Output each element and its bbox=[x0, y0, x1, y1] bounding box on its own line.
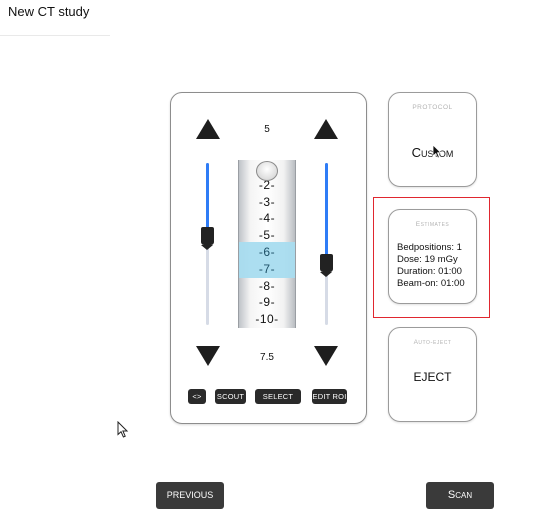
bed-position-7: -7- bbox=[258, 261, 276, 276]
estimates-card-title: Estimates bbox=[415, 221, 450, 228]
bed-position-2: -2- bbox=[258, 177, 276, 192]
auto-eject-card[interactable]: Auto-eject EJECT bbox=[388, 327, 477, 422]
auto-eject-card-title: Auto-eject bbox=[413, 339, 452, 346]
estimates-highlight-box bbox=[373, 197, 490, 318]
bed-tube[interactable]: -1--2--3--4--5--6--7--8--9--10- bbox=[238, 160, 296, 328]
select-all-button[interactable]: SELECT ALL bbox=[255, 389, 301, 416]
bottom-limit-value: 7.5 bbox=[260, 352, 274, 363]
bed-position-10: -10- bbox=[255, 312, 279, 327]
selected-range-band bbox=[239, 242, 295, 278]
page-title: New CT study bbox=[8, 4, 90, 19]
scan-button[interactable]: Scan bbox=[426, 482, 494, 509]
eject-value: EJECT bbox=[413, 370, 452, 384]
estimates-card: Estimates Bedpositions: 1 Dose: 19 mGy D… bbox=[388, 209, 477, 304]
previous-button[interactable]: PREVIOUS bbox=[156, 482, 224, 509]
estimate-dose: Dose: 19 mGy bbox=[397, 254, 458, 265]
right-move-up-arrow-icon[interactable] bbox=[314, 119, 338, 139]
title-divider bbox=[0, 35, 110, 36]
bed-position-5: -5- bbox=[258, 228, 276, 243]
bed-position-3: -3- bbox=[258, 194, 276, 209]
estimate-duration: Duration: 01:00 bbox=[397, 266, 462, 277]
bed-position-4: -4- bbox=[258, 211, 276, 226]
tube-cap bbox=[256, 161, 278, 181]
estimate-bedpositions: Bedpositions: 1 bbox=[397, 242, 462, 253]
mouse-cursor-icon bbox=[117, 421, 129, 438]
top-limit-value: 5 bbox=[264, 124, 270, 135]
scout-button[interactable]: SCOUT bbox=[215, 389, 246, 404]
protocol-card[interactable]: Protocol Custom bbox=[388, 92, 477, 187]
left-move-down-arrow-icon[interactable] bbox=[196, 346, 220, 366]
pointer-cursor-icon bbox=[432, 144, 442, 159]
left-slider-fill bbox=[206, 163, 209, 236]
edit-roi-button[interactable]: EDIT ROI bbox=[312, 389, 347, 404]
bed-position-8: -8- bbox=[258, 278, 276, 293]
right-move-down-arrow-icon[interactable] bbox=[314, 346, 338, 366]
protocol-card-title: Protocol bbox=[412, 104, 453, 111]
estimates-list: Bedpositions: 1 Dose: 19 mGy Duration: 0… bbox=[397, 242, 465, 290]
bed-position-6: -6- bbox=[258, 245, 276, 259]
left-slider-thumb[interactable] bbox=[201, 226, 214, 250]
toggle-button[interactable]: <> bbox=[188, 389, 206, 404]
bed-position-9: -9- bbox=[258, 295, 276, 310]
estimate-beam-on: Beam-on: 01:00 bbox=[397, 278, 465, 289]
left-move-up-arrow-icon[interactable] bbox=[196, 119, 220, 139]
right-slider-fill bbox=[325, 163, 328, 264]
protocol-value: Custom bbox=[411, 145, 454, 160]
right-slider-thumb[interactable] bbox=[320, 254, 333, 278]
